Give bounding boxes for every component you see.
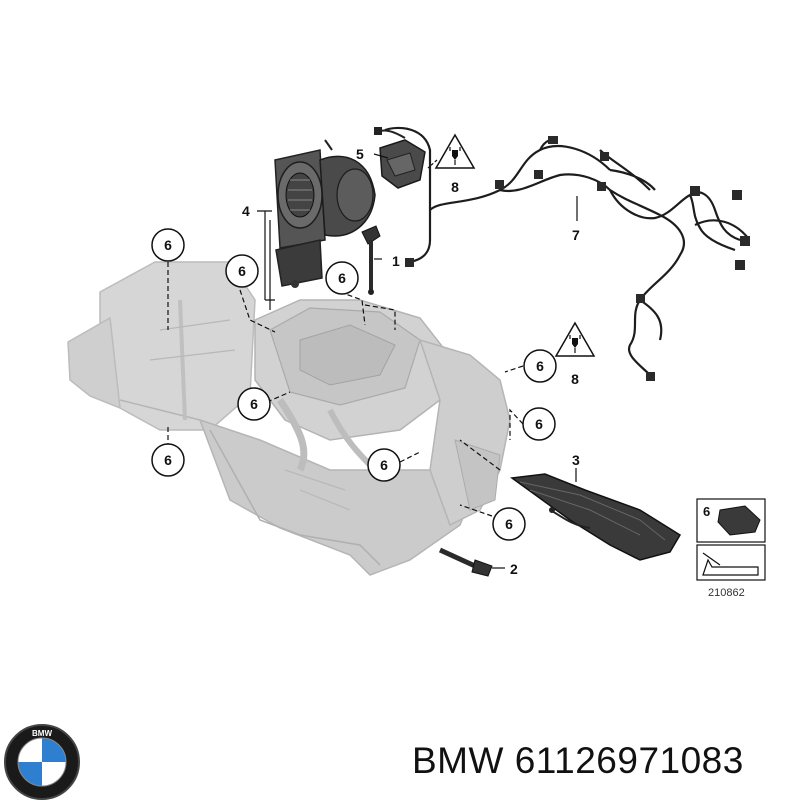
svg-text:6: 6	[164, 237, 172, 253]
detail-inset: 6 210862	[696, 498, 766, 599]
callout-4: 4	[242, 203, 250, 219]
svg-text:6: 6	[535, 416, 543, 432]
circle-callout-6: 6	[225, 254, 259, 288]
svg-text:6: 6	[703, 504, 710, 519]
part-number: 61126971083	[514, 740, 744, 781]
svg-text:6: 6	[338, 270, 346, 286]
temperature-sensor-2	[438, 547, 493, 577]
svg-text:6: 6	[505, 516, 513, 532]
svg-text:3: 3	[572, 452, 580, 468]
leader-lines	[167, 153, 578, 569]
svg-text:8: 8	[571, 371, 579, 387]
circle-callout-6: 6	[523, 349, 557, 383]
brand-name: BMW	[412, 740, 504, 781]
blower-motor	[274, 139, 376, 288]
circle-callout-6: 6	[367, 448, 401, 482]
circle-callout-6: 6	[492, 507, 526, 541]
harness-connectors	[405, 136, 750, 381]
svg-text:BMW: BMW	[32, 729, 52, 738]
svg-text:2: 2	[510, 561, 518, 577]
circle-callout-6: 6	[237, 387, 271, 421]
callout-5: 5	[356, 146, 364, 162]
svg-text:7: 7	[572, 227, 580, 243]
callout-1: 1	[392, 253, 400, 269]
warning-triangle: 8	[434, 133, 476, 195]
svg-text:5: 5	[356, 146, 364, 162]
circle-callout-6: 6	[151, 228, 185, 262]
circle-callout-6: 6	[325, 261, 359, 295]
reference-number: 210862	[708, 587, 745, 599]
bmw-logo-icon: BMW	[4, 724, 80, 800]
svg-text:6: 6	[536, 358, 544, 374]
callout-3: 3	[572, 452, 580, 468]
svg-text:8: 8	[451, 179, 459, 195]
svg-text:6: 6	[238, 263, 246, 279]
part-3-duct-panel	[510, 473, 682, 561]
warning-triangle: 8	[554, 321, 596, 387]
hvac-housing	[67, 261, 511, 576]
temperature-sensor-1	[361, 225, 381, 295]
svg-text:6: 6	[164, 452, 172, 468]
circle-callout-6: 6	[151, 443, 185, 477]
part-caption: BMW 61126971083	[412, 740, 744, 782]
callout-7: 7	[572, 227, 580, 243]
circle-callout-6: 6	[522, 407, 556, 441]
svg-text:6: 6	[250, 396, 258, 412]
svg-text:4: 4	[242, 203, 250, 219]
blower-resistor	[374, 127, 426, 189]
callout-2: 2	[510, 561, 518, 577]
svg-text:6: 6	[380, 457, 388, 473]
svg-text:1: 1	[392, 253, 400, 269]
